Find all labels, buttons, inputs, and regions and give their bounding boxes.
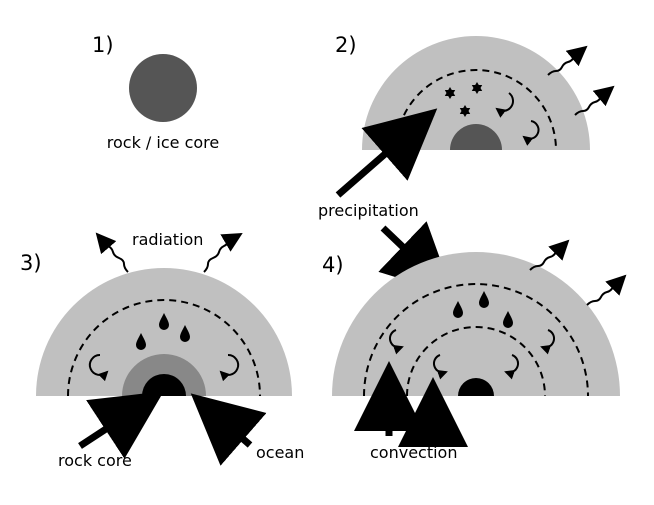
panel-1: 1) rock / ice core — [92, 33, 219, 152]
rock-core-arrow — [78, 391, 164, 459]
precipitation-label: precipitation — [318, 201, 419, 220]
convection-swirl-icon — [88, 353, 109, 382]
rock-core — [142, 374, 186, 396]
convection-swirl-icon — [389, 329, 404, 355]
rock-ice-core-caption: rock / ice core — [107, 133, 219, 152]
rock-core-label: rock core — [58, 451, 132, 470]
rock-ice-core — [129, 54, 197, 122]
radiation-wave-icon — [203, 232, 243, 273]
convection-swirl-icon — [504, 354, 519, 380]
core-half-disk — [450, 124, 502, 150]
panel-1-number: 1) — [92, 33, 114, 57]
panel-3: 3) radiation rock core ocean — [20, 230, 304, 470]
ocean-label: ocean — [256, 443, 304, 462]
panel-2-number: 2) — [335, 33, 357, 57]
outer-dashed-boundary — [363, 283, 589, 397]
panel-3-number: 3) — [20, 251, 42, 275]
radiation-label: radiation — [132, 230, 203, 249]
radiation-wave-icon — [574, 85, 615, 116]
convection-swirl-icon — [540, 329, 555, 355]
convection-swirl-icon — [522, 120, 540, 146]
ocean-arrow — [190, 393, 267, 466]
convection-swirl-icon — [495, 92, 514, 118]
radiation-wave-icon — [95, 232, 129, 273]
panel-4-number: 4) — [322, 253, 344, 277]
radiation-wave-icon — [547, 45, 588, 76]
convection-swirl-icon — [433, 354, 448, 380]
panel-4: 4) convection — [322, 239, 627, 462]
convection-swirl-icon — [219, 353, 240, 382]
dashed-boundary — [67, 299, 261, 397]
radiation-wave-icon — [586, 274, 627, 306]
radiation-wave-icon — [529, 239, 570, 271]
precipitation-arrow-up — [335, 108, 438, 198]
mantle-half-disk — [332, 252, 620, 396]
inner-dashed-boundary — [406, 326, 546, 397]
mantle-half-disk — [36, 268, 292, 396]
convection-label: convection — [370, 443, 457, 462]
panel-2: 2) — [335, 33, 615, 151]
